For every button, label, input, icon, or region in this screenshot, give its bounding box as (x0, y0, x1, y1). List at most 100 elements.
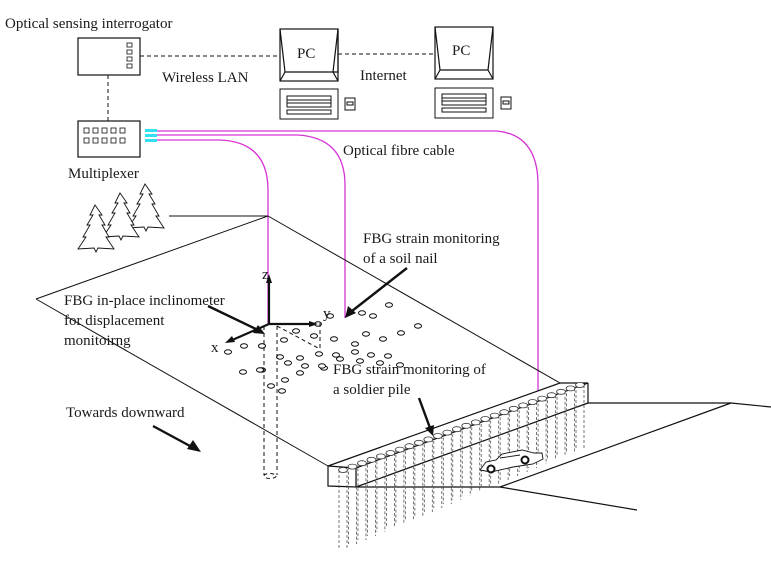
soil-nail-head (376, 360, 384, 366)
soil-nail-head (358, 310, 366, 316)
keyboard-icon (279, 88, 356, 120)
soil-nail-head (239, 369, 247, 375)
soil-nail-head (351, 349, 359, 355)
soil-nail-head (256, 367, 264, 373)
fibre-to-soldier-pile (146, 130, 539, 394)
pc-monitor-icon (434, 26, 494, 80)
soil-nail-head (332, 352, 340, 358)
soil-nail-head (315, 351, 323, 357)
soil-nail-head (330, 336, 338, 342)
soldier-pile (413, 439, 424, 516)
inclinometer-casing (263, 323, 321, 479)
soldier-pile-label-1: FBG strain monitoring of (333, 362, 486, 378)
trees-icon (77, 183, 165, 254)
fibre-label: Optical fibre cable (343, 143, 455, 159)
pointer-arrows (152, 267, 434, 452)
soil-nail-heads (224, 302, 422, 394)
soldier-pile (442, 429, 453, 504)
soil-nail-head (318, 363, 326, 369)
soldier-pile (404, 443, 415, 520)
internet-label: Internet (360, 68, 407, 84)
soil-nail-head (292, 328, 300, 334)
soldier-piles (338, 382, 585, 548)
pc-2-label: PC (452, 43, 470, 59)
pc-monitor-icon (279, 28, 339, 82)
soil-nail-head (284, 360, 292, 366)
soil-nail-pointer (351, 267, 408, 312)
soil-nail-head (224, 349, 232, 355)
inclinometer-label-3: monitoirng (64, 333, 131, 349)
soldier-pile (537, 395, 547, 464)
soldier-pile-pointer (417, 397, 432, 429)
soldier-pile (451, 426, 462, 500)
soil-nail-head (367, 352, 375, 358)
coordinate-axes (225, 274, 318, 343)
multiplexer-label: Multiplexer (68, 166, 139, 182)
fibre-to-inclinometer (146, 139, 269, 325)
fibre-connector-icon (145, 129, 157, 142)
axis-x-label: x (211, 340, 219, 356)
soil-nail-head (414, 323, 422, 329)
soldier-pile (470, 419, 481, 492)
soldier-pile (423, 436, 434, 512)
pc-2: PC (434, 26, 512, 119)
soil-nail-head (296, 355, 304, 361)
soil-nail-head (385, 302, 393, 308)
soldier-pile (394, 446, 405, 524)
soldier-pile (461, 422, 472, 496)
soil-nail-head (379, 336, 387, 342)
soil-nail-label-1: FBG strain monitoring (363, 231, 500, 247)
soldier-pile (546, 392, 557, 460)
soldier-pile (347, 463, 358, 544)
soldier-pile (565, 385, 576, 452)
soldier-pile (575, 382, 585, 448)
soil-nail-head (362, 331, 370, 337)
soil-nail-head (280, 337, 288, 343)
soil-nail-head (396, 362, 404, 368)
axis-z-label: z (262, 267, 269, 283)
soil-nail-head (397, 330, 405, 336)
soil-nail-label-2: of a soil nail (363, 251, 438, 267)
soil-nail-head (384, 353, 392, 359)
soil-nail-head (240, 343, 248, 349)
fibre-to-soil-nail (146, 134, 346, 318)
soil-nail-head (369, 313, 377, 319)
inclinometer-label-2: for displacement (64, 313, 165, 329)
soil-nail-head (310, 333, 318, 339)
soil-nail-head (326, 313, 334, 319)
pc-1: PC (279, 28, 356, 120)
soil-nail-head (336, 356, 344, 362)
optical-fibre-cables (146, 130, 539, 394)
soil-nail-head (267, 383, 275, 389)
downward-label: Towards downward (66, 405, 185, 421)
slope-surface (35, 215, 561, 467)
soil-nail-head (281, 377, 289, 383)
wireless-lan-label: Wireless LAN (162, 70, 249, 86)
soil-nail-head (276, 354, 284, 360)
soldier-pile (357, 460, 367, 540)
soil-nail-head (278, 388, 286, 394)
soil-nail-head (296, 370, 304, 376)
soldier-pile (366, 456, 377, 536)
car-icon (479, 449, 544, 474)
inclinometer-label-1: FBG in-place inclinometer (64, 293, 225, 309)
interrogator-label: Optical sensing interrogator (5, 16, 172, 32)
soil-nail-head (301, 363, 309, 369)
soldier-pile-label-2: a soldier pile (333, 382, 411, 398)
axis-y-label: y (323, 306, 331, 322)
downward-arrow (152, 424, 191, 448)
soldier-pile (376, 453, 386, 532)
soldier-pile (338, 467, 348, 548)
pc-1-label: PC (297, 46, 315, 62)
multiplexer-icon (77, 120, 141, 158)
soldier-pile (489, 412, 500, 484)
soil-nail-head (356, 358, 364, 364)
soldier-pile (556, 388, 566, 456)
inclinometer-pointer (207, 304, 259, 332)
soldier-pile (480, 416, 491, 488)
soldier-pile (432, 433, 443, 508)
soldier-pile (385, 450, 396, 528)
soil-nail-head (351, 341, 359, 347)
